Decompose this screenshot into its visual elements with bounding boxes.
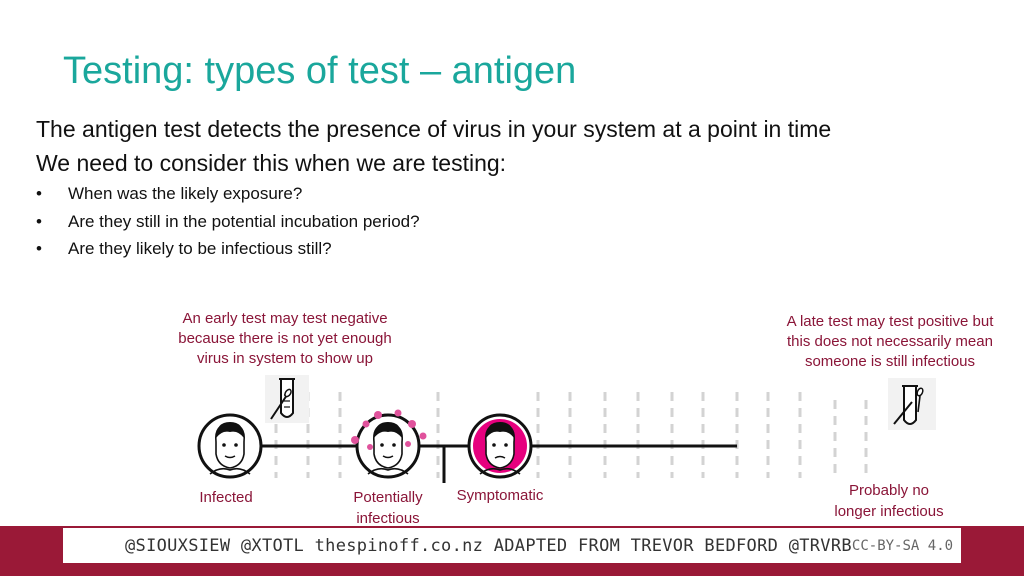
credit-text: @SIOUXSIEW @XTOTL thespinoff.co.nz ADAPT… — [125, 535, 852, 556]
note-line: this does not necessarily mean — [787, 333, 993, 350]
infected-person-icon — [197, 413, 263, 479]
late-test-note: A late test may test positive but this d… — [770, 312, 1010, 372]
bullet-item: • When was the likely exposure? — [36, 183, 420, 211]
stage-label-line: Probably no — [848, 482, 930, 499]
note-line: someone is still infectious — [804, 353, 976, 370]
virus-icon — [408, 420, 416, 428]
stage-label-infected: Infected — [199, 489, 253, 506]
license-text: CC-BY-SA 4.0 — [851, 537, 954, 554]
test-tube-swab-icon — [888, 378, 936, 430]
bullet-item: • Are they likely to be infectious still? — [36, 238, 420, 266]
bullet-text: Are they likely to be infectious still? — [68, 239, 332, 258]
virus-icon — [405, 441, 411, 447]
slide-title: Testing: types of test – antigen — [63, 50, 577, 92]
intro-line-1: The antigen test detects the presence of… — [36, 116, 832, 142]
potentially-infectious-person-icon — [355, 413, 421, 479]
note-line: A late test may test positive but — [786, 313, 994, 330]
note-line: virus in system to show up — [197, 350, 373, 367]
bullet-text: Are they still in the potential incubati… — [68, 211, 420, 231]
symptomatic-person-icon — [467, 413, 533, 479]
virus-icon — [351, 436, 359, 444]
bullet-list: • When was the likely exposure? • Are they… — [36, 183, 420, 266]
day-markers — [274, 392, 868, 478]
bullet-marker: • — [36, 211, 42, 231]
virus-icon — [362, 420, 370, 428]
bullet-marker: • — [36, 239, 42, 258]
stage-label-symptomatic: Symptomatic — [456, 487, 544, 504]
early-test-note: An early test may test negative because … — [160, 309, 410, 369]
bullet-marker: • — [36, 184, 42, 203]
bullet-item: • Are they still in the potential incubat… — [36, 211, 420, 239]
virus-icon — [419, 432, 427, 440]
stage-label-no-longer-infectious: Probably no longer infectious — [818, 480, 960, 522]
test-tube-swab-icon — [265, 375, 309, 423]
stage-label-line: infectious — [356, 510, 420, 527]
note-line: An early test may test negative — [182, 310, 388, 327]
intro-line-2: We need to consider this when we are tes… — [36, 150, 507, 176]
virus-icon — [374, 411, 382, 419]
credit-banner: @SIOUXSIEW @XTOTL thespinoff.co.nz ADAPT… — [63, 528, 961, 563]
stage-label-potentially-infectious: Potentially infectious — [342, 487, 434, 529]
note-line: because there is not yet enough — [178, 330, 392, 347]
virus-icon — [394, 409, 402, 417]
bullet-text: When was the likely exposure? — [68, 184, 303, 203]
stage-label-line: Potentially — [353, 489, 423, 506]
stage-label-line: longer infectious — [834, 503, 944, 520]
virus-particles — [351, 409, 427, 450]
virus-icon — [367, 444, 373, 450]
